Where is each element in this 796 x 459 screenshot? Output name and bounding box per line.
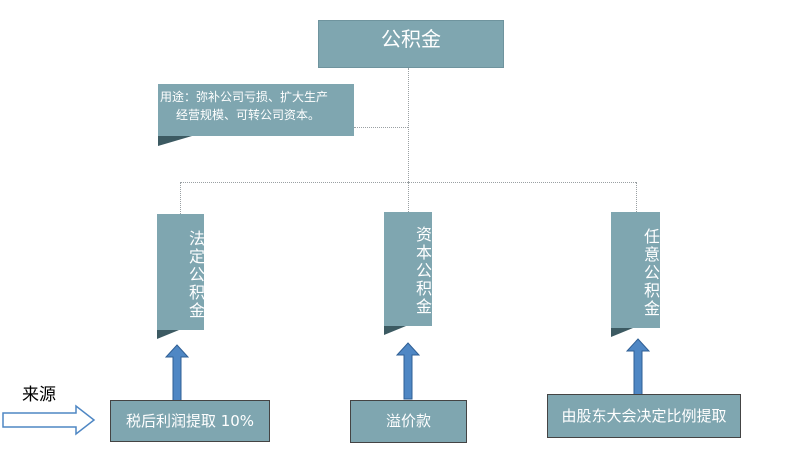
branch-discretionary-reserve-fold — [611, 328, 633, 337]
branch-discretionary-reserve-label: 任意公积金 — [641, 228, 660, 318]
source-label: 来源 — [22, 385, 56, 405]
right-arrow-icon — [2, 404, 96, 436]
root-label: 公积金 — [381, 27, 441, 51]
source-box-after-tax-profit: 税后利润提取 10% — [110, 400, 270, 442]
branch-capital-reserve: 资本公积金 — [384, 212, 432, 326]
up-arrow-icon — [626, 338, 650, 396]
note-fold — [158, 136, 192, 146]
branch-legal-reserve: 法定公积金 — [157, 214, 205, 330]
branch-legal-reserve-fold — [157, 330, 179, 339]
branch-capital-reserve-fold — [384, 326, 406, 335]
source-box-premium: 溢价款 — [350, 400, 467, 443]
drop-line-middle — [408, 182, 409, 212]
source-box-premium-label: 溢价款 — [385, 412, 431, 430]
branch-legal-reserve-label: 法定公积金 — [186, 230, 205, 320]
trunk-line — [408, 68, 409, 182]
note-line-1: 用途：弥补公司亏损、扩大生产 — [160, 90, 329, 104]
branch-capital-reserve-label: 资本公积金 — [413, 226, 432, 316]
source-box-shareholder-decision: 由股东大会决定比例提取 — [547, 394, 741, 438]
note-line-2: 经营规模、可转公司资本。 — [176, 108, 321, 122]
root-node: 公积金 — [318, 20, 504, 68]
up-arrow-icon — [396, 342, 420, 400]
up-arrow-icon — [165, 344, 189, 402]
note-callout: 用途：弥补公司亏损、扩大生产 经营规模、可转公司资本。 — [158, 84, 354, 136]
source-box-shareholder-decision-label: 由股东大会决定比例提取 — [561, 407, 727, 425]
drop-line-right — [636, 182, 637, 212]
source-box-after-tax-profit-label: 税后利润提取 10% — [125, 412, 255, 430]
drop-line-left — [180, 182, 181, 214]
note-connector — [354, 127, 408, 128]
branch-discretionary-reserve: 任意公积金 — [611, 212, 660, 328]
